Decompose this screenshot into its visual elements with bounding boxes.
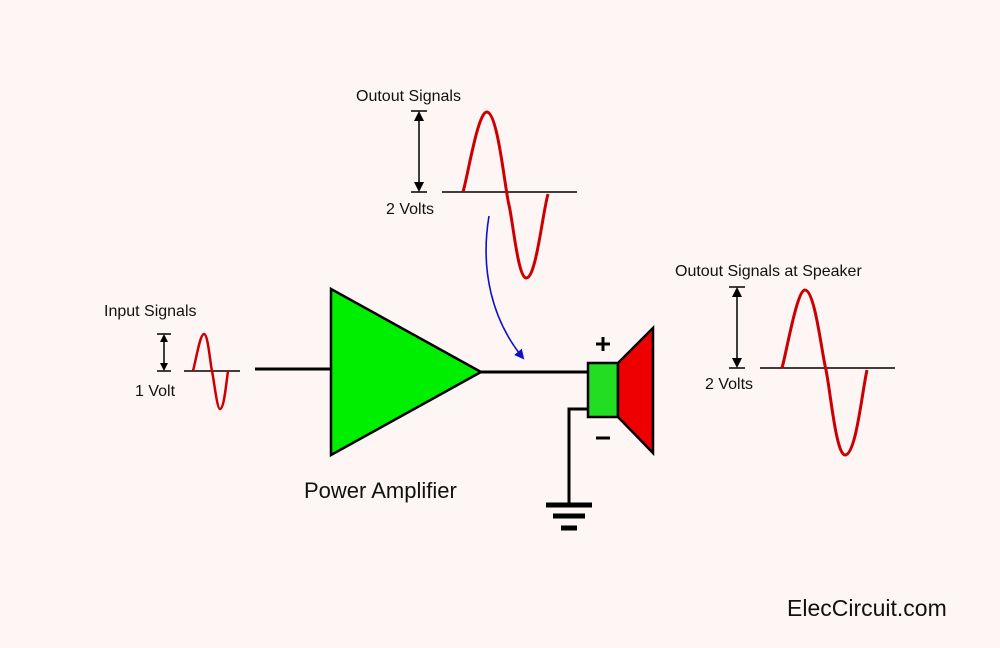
top-output-waveform	[411, 110, 577, 280]
amplifier-label: Power Amplifier	[304, 478, 457, 503]
polarity-plus	[596, 337, 610, 351]
ground-wire	[567, 407, 588, 504]
input-sine-wave	[191, 332, 230, 411]
signal-flow-arrow	[485, 215, 525, 360]
input-title: Input Signals	[104, 303, 197, 320]
input-volts: 1 Volt	[135, 383, 176, 400]
speaker-cone	[616, 324, 655, 457]
brand-watermark: ElecCircuit.com	[787, 595, 947, 621]
speaker-output-title: Outout Signals at Speaker	[675, 263, 862, 280]
top-output-title: Outout Signals	[356, 88, 461, 105]
ground-symbol-icon	[546, 502, 592, 531]
speaker-icon	[586, 324, 655, 457]
speaker-output-volts: 2 Volts	[705, 376, 754, 393]
speaker-magnet	[586, 361, 620, 419]
top-output-volts: 2 Volts	[386, 201, 435, 218]
speaker-output-waveform	[729, 286, 895, 457]
top-sine-wave	[461, 110, 550, 280]
speaker-sine-wave	[780, 288, 869, 457]
input-waveform	[157, 332, 240, 411]
amplifier-triangle-icon	[329, 286, 484, 458]
